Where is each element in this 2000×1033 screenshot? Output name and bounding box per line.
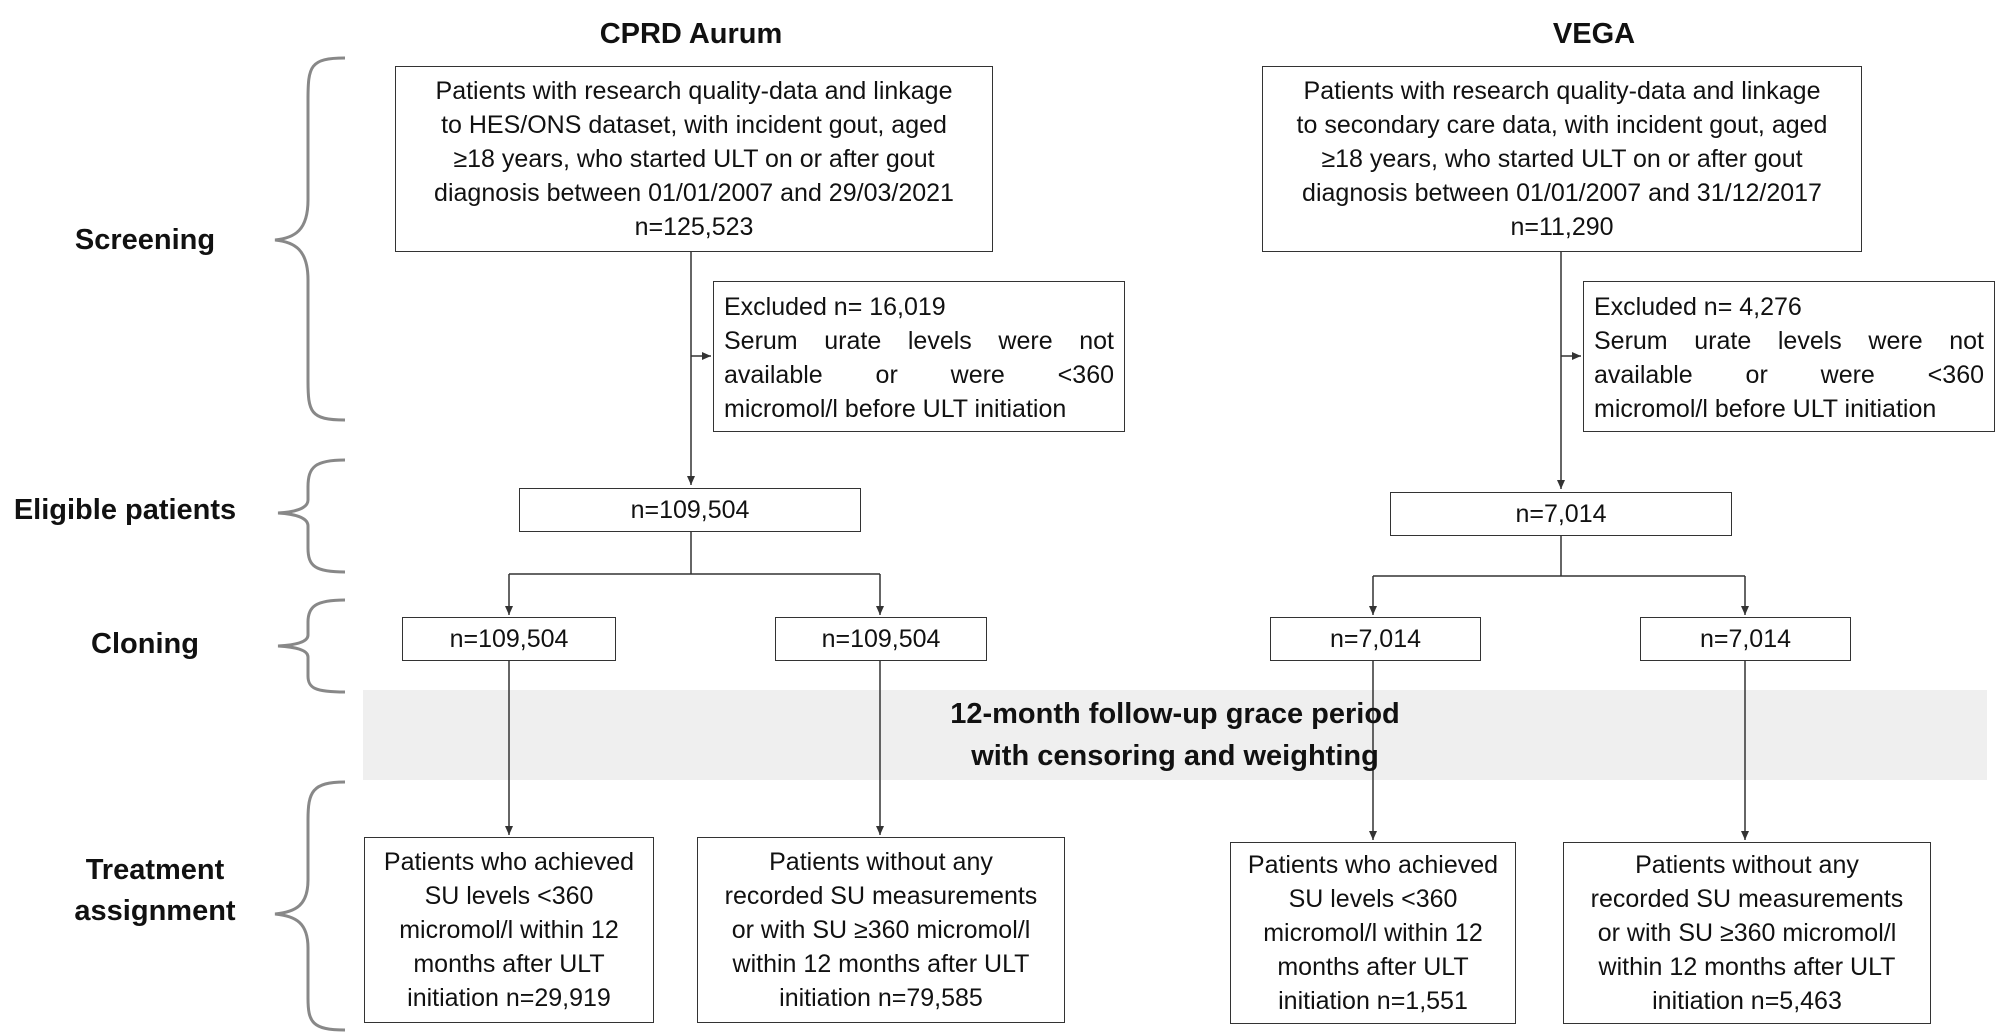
vega-arm-b-box: Patients without any recorded SU measure… (1563, 842, 1931, 1024)
grace-period-label: 12-month follow-up grace period with cen… (363, 690, 1987, 780)
cprd-excluded-box: Excluded n= 16,019 Serum urate levels we… (713, 281, 1125, 432)
brace-treatment (274, 780, 346, 1032)
vega-clone-b-box: n=7,014 (1640, 617, 1851, 661)
grace-period-band (363, 690, 1987, 780)
cprd-clone-b-box: n=109,504 (775, 617, 987, 661)
stage-braces (274, 56, 346, 1032)
cprd-screening-box: Patients with research quality-data and … (395, 66, 993, 252)
stage-treatment-line2: assignment (74, 894, 236, 927)
grace-period-line1: 12-month follow-up grace period (950, 698, 1400, 730)
column-title-vega: VEGA (1552, 18, 1636, 50)
brace-screening (274, 56, 346, 422)
vega-arm-a-box: Patients who achieved SU levels <360 mic… (1230, 842, 1516, 1024)
connectors (505, 252, 1749, 840)
cprd-arm-b-box: Patients without any recorded SU measure… (697, 837, 1065, 1023)
stage-screening: Screening (74, 224, 216, 256)
cprd-eligible-box: n=109,504 (519, 488, 861, 532)
cprd-clone-a-box: n=109,504 (402, 617, 616, 661)
vega-excluded-count: Excluded n= 4,276 (1594, 293, 1802, 321)
vega-eligible-box: n=7,014 (1390, 492, 1732, 536)
stage-cloning: Cloning (91, 628, 199, 660)
brace-cloning (277, 598, 346, 694)
column-title-cprd: CPRD Aurum (599, 18, 783, 50)
vega-clone-a-box: n=7,014 (1270, 617, 1481, 661)
stage-treatment-assignment: Treatment assignment (60, 850, 250, 931)
grace-period-line2: with censoring and weighting (971, 740, 1379, 772)
vega-screening-box: Patients with research quality-data and … (1262, 66, 1862, 252)
stage-treatment-line1: Treatment (85, 854, 225, 886)
vega-excluded-box: Excluded n= 4,276 Serum urate levels wer… (1583, 281, 1995, 432)
cprd-arm-a-box: Patients who achieved SU levels <360 mic… (364, 837, 654, 1023)
stage-eligible: Eligible patients (13, 494, 237, 526)
brace-eligible (277, 458, 346, 574)
cprd-excluded-count: Excluded n= 16,019 (724, 293, 946, 321)
